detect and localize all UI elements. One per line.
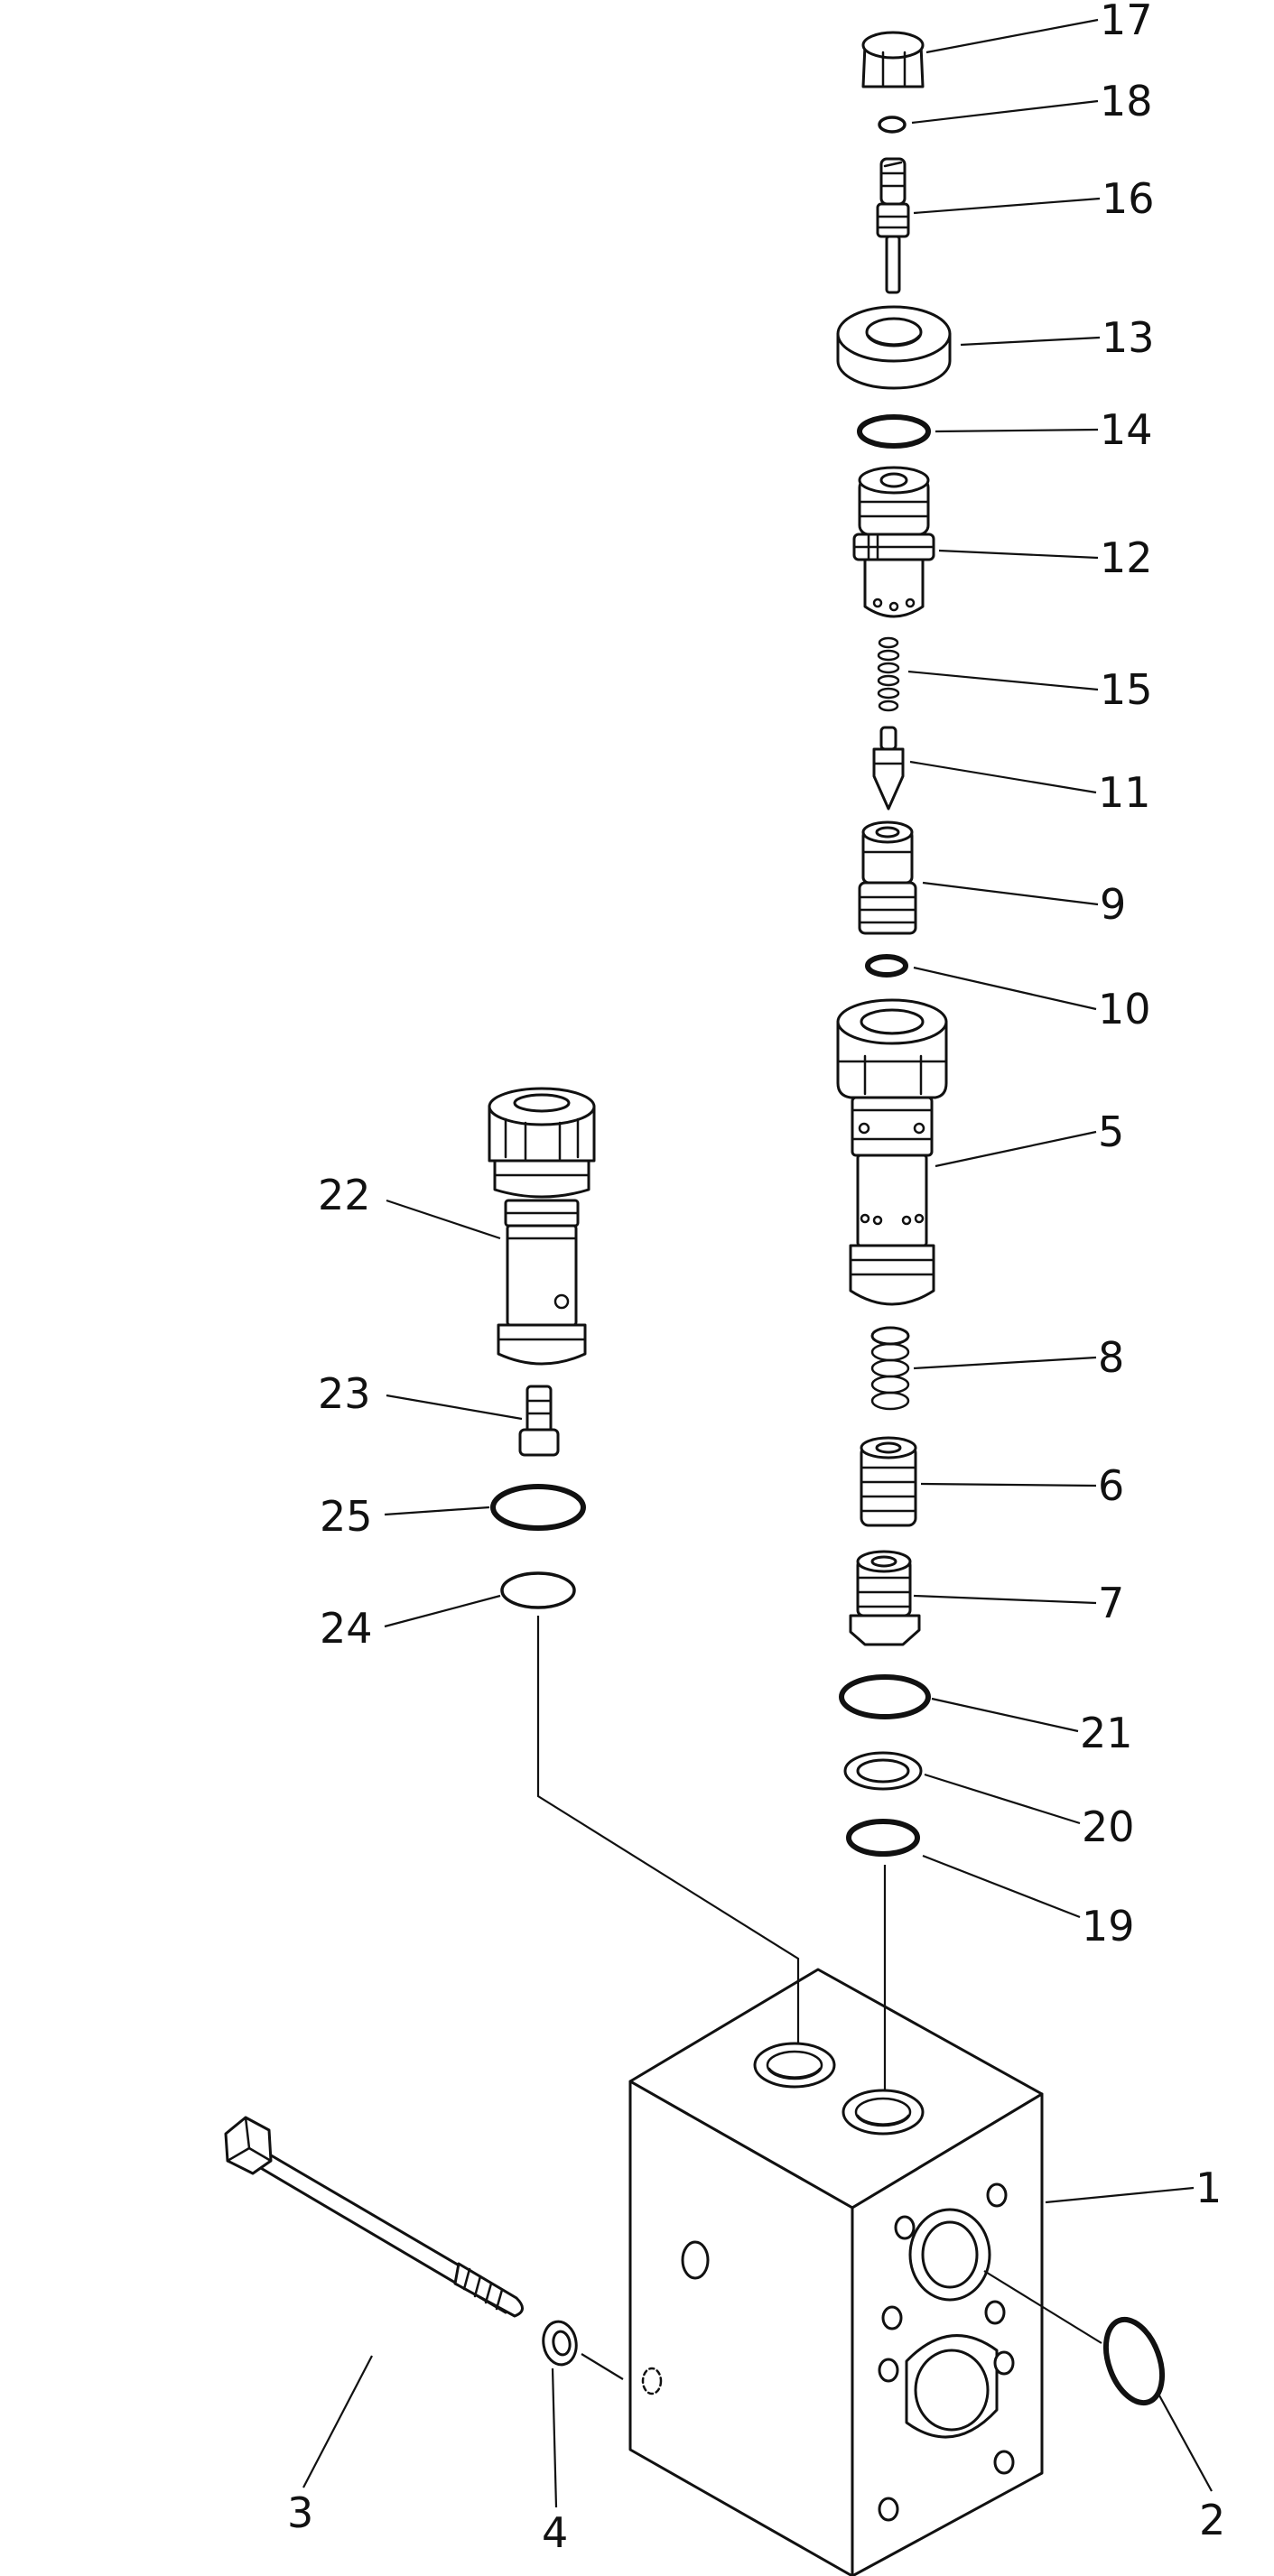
part-18-small-o-ring (878, 116, 907, 134)
callout-labels: 17 18 16 13 14 12 15 11 9 10 5 8 6 7 21 … (287, 0, 1225, 2557)
callout-15: 15 (1100, 665, 1153, 714)
leader-lines (302, 18, 1213, 2508)
callout-2: 2 (1199, 2496, 1225, 2544)
part-24-o-ring (500, 1571, 576, 1609)
callout-6: 6 (1098, 1461, 1124, 1510)
callout-24: 24 (320, 1604, 373, 1653)
callout-8: 8 (1098, 1333, 1124, 1382)
callout-4: 4 (542, 2508, 568, 2557)
part-20-backup-ring (843, 1751, 923, 1791)
part-4-washer (542, 2320, 578, 2367)
part-5-sleeve (836, 998, 948, 1306)
part-23-screw (518, 1385, 560, 1457)
assembly-lines (536, 1616, 1102, 2380)
callout-9: 9 (1100, 880, 1126, 929)
part-9-plug (858, 820, 917, 935)
part-16-adjusting-screw (876, 157, 910, 294)
part-7-plug (849, 1550, 921, 1646)
part-21-o-ring (839, 1674, 931, 1719)
part-2-o-ring (1102, 2316, 1166, 2406)
callout-18: 18 (1100, 77, 1153, 125)
callout-19: 19 (1082, 1902, 1135, 1951)
callout-10: 10 (1098, 985, 1151, 1033)
callout-22: 22 (318, 1171, 371, 1219)
callout-5: 5 (1098, 1107, 1124, 1156)
part-14-o-ring (857, 414, 931, 449)
callout-12: 12 (1100, 533, 1153, 582)
callout-7: 7 (1098, 1579, 1124, 1627)
callout-3: 3 (287, 2488, 313, 2537)
part-15-spring (877, 636, 900, 712)
callout-11: 11 (1098, 768, 1151, 817)
callout-20: 20 (1082, 1802, 1135, 1851)
callout-23: 23 (318, 1369, 371, 1418)
part-12-poppet-seat (852, 466, 935, 618)
part-3-bolt (224, 2116, 524, 2318)
callout-1: 1 (1195, 2164, 1222, 2212)
callout-25: 25 (320, 1492, 373, 1541)
part-10-o-ring (865, 954, 908, 978)
callout-14: 14 (1100, 405, 1153, 454)
part-19-o-ring (846, 1819, 920, 1857)
callout-16: 16 (1102, 174, 1155, 223)
callout-17: 17 (1100, 0, 1153, 44)
part-22-cartridge (488, 1087, 596, 1366)
part-17-cap-nut (861, 31, 925, 88)
callout-13: 13 (1102, 313, 1155, 362)
part-8-spring (870, 1326, 910, 1411)
part-13-lock-nut (836, 305, 952, 390)
part-1-valve-block (628, 1968, 1044, 2576)
callout-21: 21 (1080, 1709, 1133, 1757)
part-25-o-ring (490, 1484, 586, 1531)
part-11-poppet (872, 726, 905, 811)
part-6-piston (860, 1436, 917, 1527)
